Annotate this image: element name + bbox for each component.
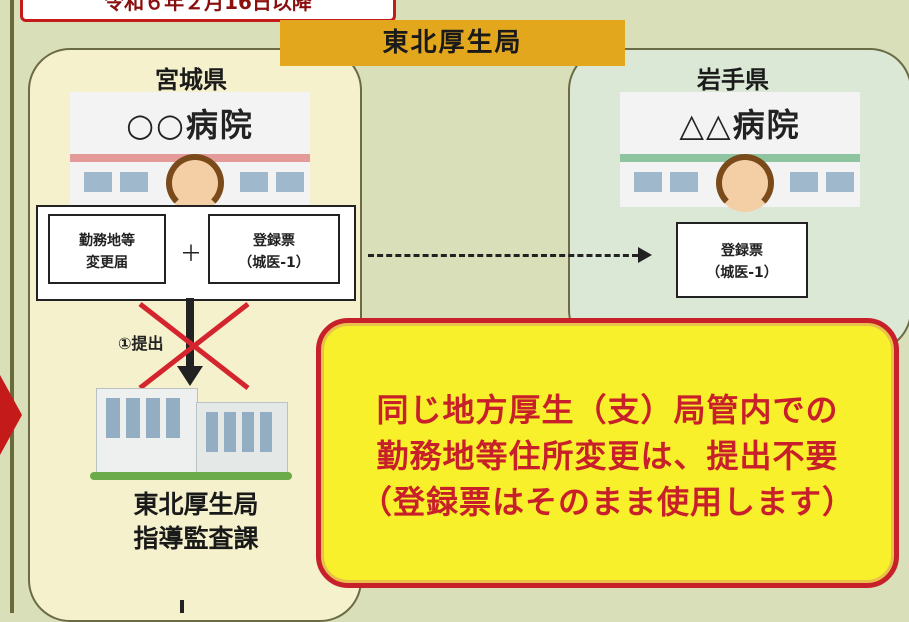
callout-line-2: 勤務地等住所変更は、提出不要	[376, 437, 839, 475]
flow-arrow-left	[0, 375, 22, 455]
submit-label: ①提出	[118, 334, 164, 353]
outer-border-line	[10, 0, 14, 613]
hospital-name-left: ○○病院	[126, 106, 254, 144]
office-dept-line: 指導監査課	[133, 524, 259, 553]
form-line: （城医-1）	[238, 255, 310, 271]
registration-card-right: 登録票 （城医-1）	[676, 222, 808, 298]
form-line: （城医-1）	[706, 265, 778, 281]
office-name-line: 東北厚生局	[133, 490, 259, 519]
prefecture-iwate: 岩手県	[697, 66, 769, 94]
nurse-icon	[166, 154, 224, 212]
callout-line-1: 同じ地方厚生（支）局管内での	[376, 391, 839, 429]
arrow-head-icon	[638, 247, 652, 263]
office-building-illustration	[90, 388, 292, 480]
notice-callout: 同じ地方厚生（支）局管内での 勤務地等住所変更は、提出不要 （登録票はそのまま使…	[316, 318, 899, 588]
office-name: 東北厚生局 指導監査課	[96, 488, 296, 556]
registration-card-left: 登録票 （城医-1）	[208, 214, 340, 284]
cross-out-icon	[138, 302, 250, 390]
form-line: 変更届	[86, 255, 128, 271]
submit-arrow-shaft	[186, 298, 194, 368]
plus-sign: ＋	[180, 242, 203, 267]
bureau-label: 東北厚生局	[280, 20, 625, 66]
connector-line	[180, 600, 184, 613]
change-notice-form: 勤務地等 変更届	[48, 214, 166, 284]
date-banner: 令和６年２月16日以降	[20, 0, 396, 22]
form-line: 勤務地等	[79, 233, 135, 249]
prefecture-miyagi: 宮城県	[155, 66, 227, 94]
transfer-dashed-arrow	[368, 254, 638, 257]
form-line: 登録票	[721, 243, 763, 259]
nurse-icon	[716, 154, 774, 212]
hospital-illustration-left: ○○病院	[70, 92, 310, 212]
callout-line-3: （登録票はそのまま使用します）	[359, 483, 855, 521]
submit-arrow-head-icon	[177, 366, 203, 386]
hospital-name-right: △△病院	[679, 106, 801, 144]
form-line: 登録票	[253, 233, 295, 249]
hospital-illustration-right: △△病院	[620, 92, 860, 212]
